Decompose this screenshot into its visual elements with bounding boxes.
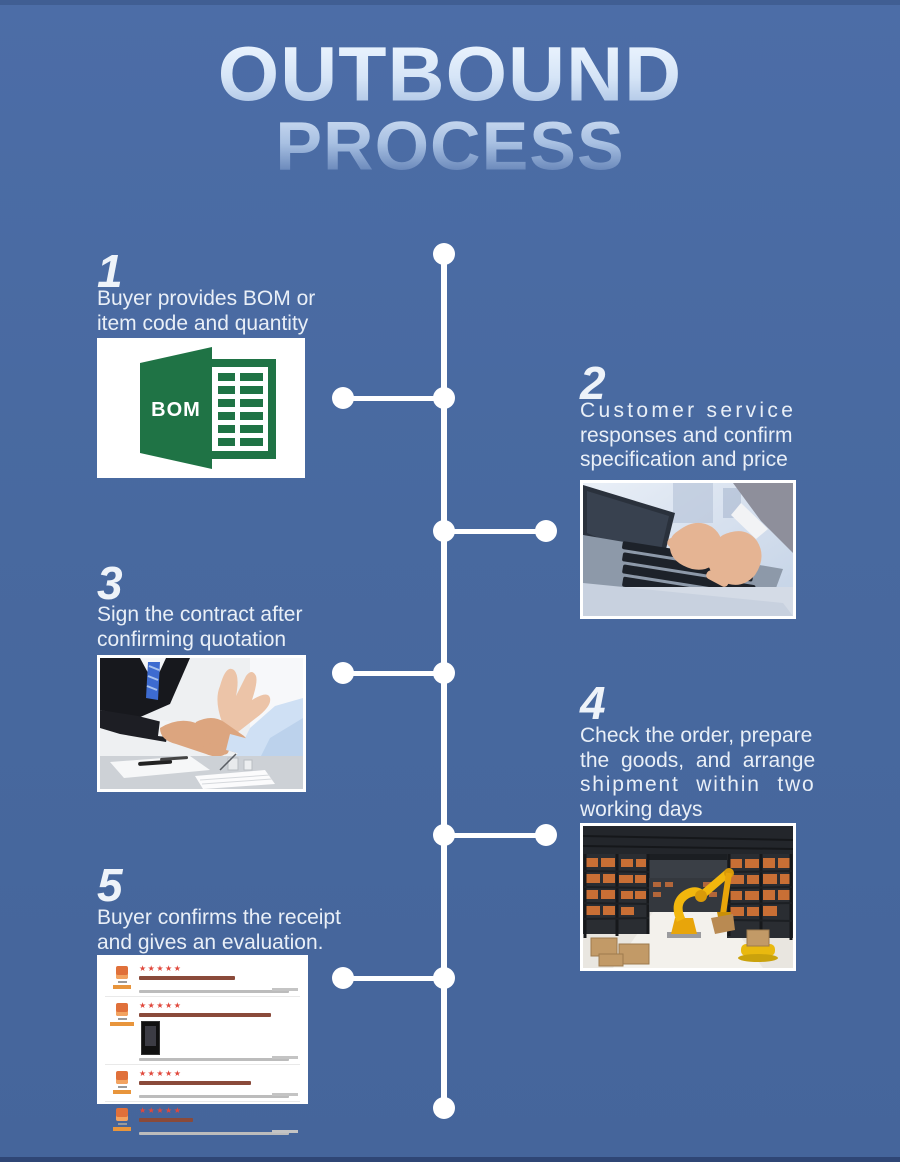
bom-label: BOM <box>151 399 201 421</box>
review-content: ★★★★★ <box>139 1069 300 1098</box>
timeline-connector-1-end <box>332 387 354 409</box>
handshake-photo <box>97 655 306 792</box>
timeline-connector-4-end <box>535 824 557 846</box>
star-rating: ★★★★★ <box>139 1069 183 1078</box>
timeline-connector-4 <box>444 833 546 838</box>
typing-on-laptop-photo <box>583 483 793 616</box>
timeline-connector-3-junction <box>433 662 455 684</box>
reviews-panel: ★★★★★ ★★★★★ <box>97 955 308 1135</box>
reviewer-level-bar <box>113 985 131 989</box>
warehouse-robot-photo <box>583 826 793 968</box>
step-2-text-line: specification and price <box>580 448 788 471</box>
review-detail-bar <box>139 1095 289 1098</box>
step-2-number: 2 <box>580 357 606 409</box>
review-date-bar <box>272 1056 298 1059</box>
review-detail-bar <box>139 1058 289 1061</box>
top-edge-strip <box>0 0 900 5</box>
reviewer-level-bar <box>113 1090 131 1094</box>
review-date-bar <box>272 988 298 991</box>
title-line-1: OUTBOUND <box>0 35 900 112</box>
review-title-bar <box>139 1081 251 1085</box>
robot-arm <box>667 868 735 938</box>
step-1-text: Buyer provides BOM or item code and quan… <box>97 287 337 336</box>
review-detail-bar <box>139 1132 289 1135</box>
step-4-text-line: shipment within two <box>580 773 816 796</box>
review-content: ★★★★★ <box>139 1106 300 1135</box>
bom-document-icon: BOM <box>100 341 302 475</box>
timeline-connector-3 <box>343 671 444 676</box>
review-row: ★★★★★ <box>105 997 300 1065</box>
step-2-text-line: responses and confirm <box>580 423 793 447</box>
timeline-connector-5 <box>343 976 444 981</box>
timeline-connector-4-junction <box>433 824 455 846</box>
reviewer-column <box>105 1001 139 1061</box>
review-photo-thumbnail <box>141 1021 160 1055</box>
title-line-2: PROCESS <box>0 112 900 180</box>
review-detail-bar <box>139 990 289 993</box>
star-rating: ★★★★★ <box>139 1106 183 1115</box>
review-title-bar <box>139 1013 271 1017</box>
step-3-text: Sign the contract after confirming quota… <box>97 603 337 652</box>
review-date-bar <box>272 1130 298 1133</box>
review-title-bar <box>139 1118 193 1122</box>
step-1-text-line: item code and quantity <box>97 311 309 335</box>
reviewer-name-bar <box>117 1086 127 1088</box>
reviewer-avatar-icon <box>116 1071 128 1084</box>
timeline-connector-2-end <box>535 520 557 542</box>
timeline-connector-2 <box>444 529 546 534</box>
star-rating: ★★★★★ <box>139 1001 183 1010</box>
review-row: ★★★★★ <box>105 1102 300 1138</box>
step-5-text-line: Buyer confirms the receipt <box>97 906 341 929</box>
review-date-bar <box>272 1093 298 1096</box>
step-3-number: 3 <box>97 557 123 609</box>
reviewer-avatar-icon <box>116 1003 128 1016</box>
spreadsheet-grid-icon <box>204 359 276 459</box>
timeline-connector-1-junction <box>433 387 455 409</box>
step-3-text-line: confirming quotation <box>97 627 287 651</box>
step-1-number: 1 <box>97 245 123 297</box>
step-1-text-line: Buyer provides BOM or <box>97 287 316 310</box>
star-rating: ★★★★★ <box>139 964 183 973</box>
timeline-connector-5-junction <box>433 967 455 989</box>
reviewer-name-bar <box>117 1018 127 1020</box>
step-4-number: 4 <box>580 677 606 729</box>
step-2-text-line: Customer service <box>580 399 797 422</box>
reviewer-name-bar <box>117 981 127 983</box>
review-content: ★★★★★ <box>139 1001 300 1061</box>
review-content: ★★★★★ <box>139 964 300 993</box>
warehouse-photo <box>580 823 796 971</box>
step-3-text-line: Sign the contract after <box>97 603 303 626</box>
review-title-bar <box>139 976 235 980</box>
step-5-text: Buyer confirms the receipt and gives an … <box>97 906 357 955</box>
reviewer-name-bar <box>117 1123 127 1125</box>
contract-handshake-photo <box>100 658 303 789</box>
timeline-node-bottom <box>433 1097 455 1119</box>
step-5-text-line: and gives an evaluation. <box>97 930 324 954</box>
timeline-connector-3-end <box>332 662 354 684</box>
reviewer-avatar-icon <box>116 1108 128 1121</box>
review-row: ★★★★★ <box>105 1065 300 1102</box>
laptop-photo <box>580 480 796 619</box>
timeline-connector-2-junction <box>433 520 455 542</box>
reviewer-level-bar <box>113 1127 131 1131</box>
bom-card: BOM <box>97 338 305 478</box>
reviewer-column <box>105 1069 139 1098</box>
timeline-connector-5-end <box>332 967 354 989</box>
reviewer-level-bar <box>110 1022 134 1026</box>
review-row: ★★★★★ <box>105 960 300 997</box>
page-title: OUTBOUND PROCESS <box>0 35 900 180</box>
step-2-text: Customer service responses and confirm s… <box>580 399 795 473</box>
reviewer-avatar-icon <box>116 966 128 979</box>
timeline-node-top <box>433 243 455 265</box>
timeline-connector-1 <box>343 396 444 401</box>
step-4-text-line: the goods, and arrange <box>580 748 816 772</box>
reviewer-column <box>105 1106 139 1135</box>
step-4-text-line: Check the order, prepare <box>580 724 813 747</box>
step-4-text: Check the order, prepare the goods, and … <box>580 724 816 822</box>
step-5-number: 5 <box>97 859 123 911</box>
bottom-edge-strip <box>0 1157 900 1162</box>
reviewer-column <box>105 964 139 993</box>
step-4-text-line: working days <box>580 797 703 821</box>
